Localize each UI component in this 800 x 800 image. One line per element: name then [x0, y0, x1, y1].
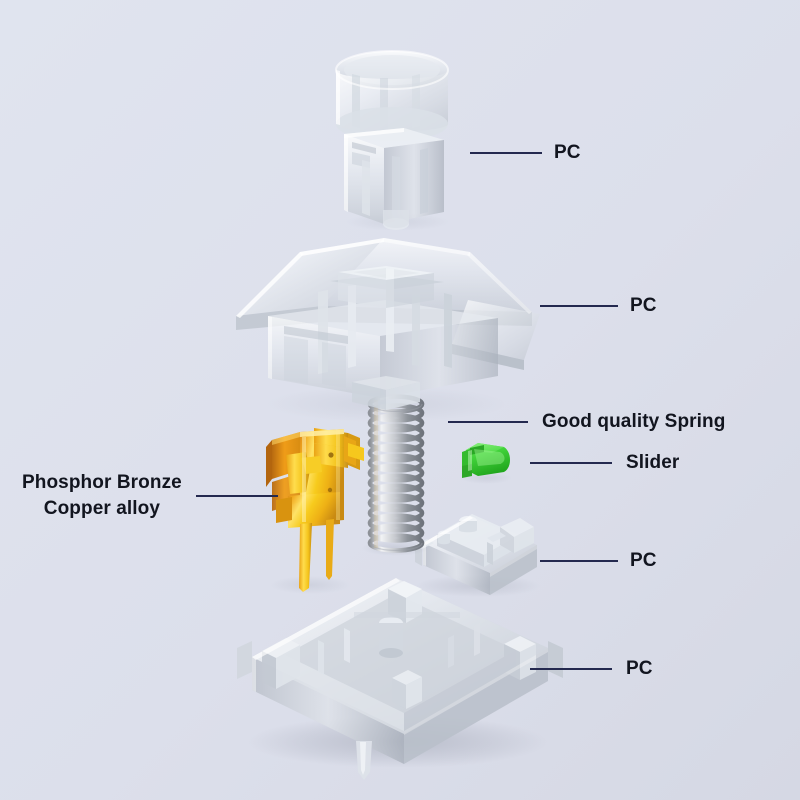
callout-contact-leaf-label: Phosphor Bronze Copper alloy	[22, 470, 182, 521]
leader-line-spring	[448, 420, 528, 423]
component-slider	[460, 443, 512, 484]
leader-line-stem	[470, 151, 542, 154]
component-contact-leaf	[266, 428, 364, 594]
callout-slider-label: Slider	[626, 452, 680, 473]
callout-contact-leaf-label-line2: Copper alloy	[43, 497, 161, 519]
component-upper-housing	[236, 238, 540, 422]
callout-upper-housing: PC	[540, 293, 657, 319]
callout-contact-leaf-label-line1: Phosphor Bronze	[22, 472, 182, 493]
callout-stem: PC	[470, 140, 581, 166]
callout-spring: Good quality Spring	[448, 409, 725, 435]
leader-line-leaf-holder	[540, 559, 618, 562]
callout-spring-label: Good quality Spring	[542, 411, 726, 432]
callout-base-housing-label: PC	[626, 658, 653, 679]
leader-line-slider	[530, 461, 612, 464]
callout-contact-leaf: Phosphor Bronze Copper alloy	[22, 470, 278, 521]
component-base-housing	[237, 578, 563, 780]
callout-upper-housing-label: PC	[630, 295, 657, 316]
component-leaf-holder	[415, 514, 540, 597]
leader-line-contact-leaf	[195, 494, 278, 497]
callout-leaf-holder-label: PC	[630, 550, 657, 571]
leader-line-upper-housing	[540, 304, 618, 307]
callout-leaf-holder: PC	[540, 548, 657, 574]
callout-slider: Slider	[530, 450, 679, 476]
leader-line-base-housing	[530, 667, 612, 670]
callout-stem-label: PC	[554, 142, 581, 163]
callout-base-housing: PC	[530, 656, 653, 682]
component-stem	[335, 50, 450, 231]
